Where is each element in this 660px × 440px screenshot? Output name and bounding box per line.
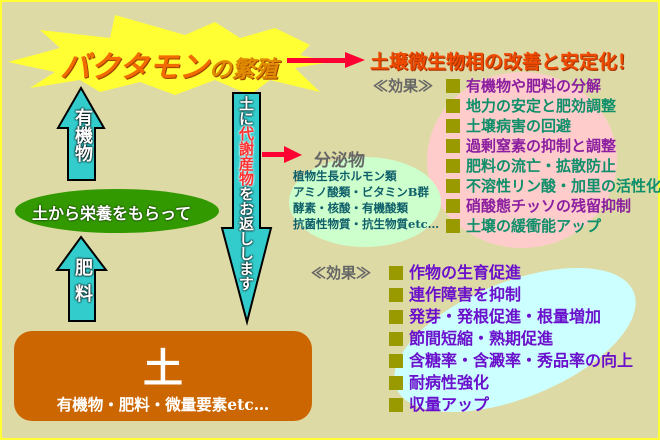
list-item-text: 有機物や肥料の分解 xyxy=(466,77,602,95)
list-item-text: 耐病性強化 xyxy=(409,373,490,392)
nutrient-ellipse xyxy=(15,189,219,233)
list-item-text: 過剰窒素の抑制と調整 xyxy=(466,137,617,155)
list-item: 作物の生育促進 xyxy=(389,262,633,284)
list-item-text: 含糖率・含澱率・秀品率の向上 xyxy=(409,351,634,370)
effects-list-1: 有機物や肥料の分解 地力の安定と肥効調整 土壌病害の回避 過剰窒素の抑制と調整 … xyxy=(446,76,660,236)
soil-box xyxy=(14,331,312,421)
list-item: 収量アップ xyxy=(389,394,633,416)
fertilizer-up-arrow xyxy=(55,235,109,322)
green-bubble xyxy=(289,157,441,247)
list-item: 耐病性強化 xyxy=(389,372,633,394)
bullet-square-icon xyxy=(389,288,403,302)
list-item: 発芽・発根促進・根量増加 xyxy=(389,306,633,328)
title: バクタモンの繁殖 xyxy=(60,42,278,86)
secretions-list: 植物生長ホルモン類 アミノ酸類・ビタミンB群 酵素・核酸・有機酸類 抗菌性物質・… xyxy=(293,168,439,232)
bullet-square-icon xyxy=(389,376,403,390)
bullet-square-icon xyxy=(389,354,403,368)
nutrient-label: 土から栄養をもらって xyxy=(32,204,192,223)
bullet-square-icon xyxy=(446,179,460,193)
organic-arrow-label: 有機物 xyxy=(72,108,93,162)
bullet-square-icon xyxy=(446,79,460,93)
list-item-text: 土壌の緩衝能アップ xyxy=(466,217,602,235)
list-item-text: 土壌病害の回避 xyxy=(466,117,572,135)
list-item: 有機物や肥料の分解 xyxy=(446,76,660,96)
bullet-square-icon xyxy=(389,310,403,324)
secretion-item: 抗菌性物質・抗生物質etc… xyxy=(293,217,440,231)
effects-list-2: 作物の生育促進 連作障害を抑制 発芽・発根促進・根量増加 節間短縮・熟期促進 含… xyxy=(389,262,633,416)
arrow-to-result xyxy=(287,52,365,68)
return-highlight: 代謝産物 xyxy=(237,126,255,186)
list-item-text: 作物の生育促進 xyxy=(409,263,522,282)
list-item-text: 地力の安定と肥効調整 xyxy=(466,97,617,115)
bullet-square-icon xyxy=(446,219,460,233)
starburst xyxy=(8,15,330,95)
soil-title: 土 xyxy=(143,345,183,392)
return-prefix: 土に xyxy=(237,96,255,126)
list-item: 節間短縮・熟期促進 xyxy=(389,328,633,350)
bullet-square-icon xyxy=(446,119,460,133)
return-arrow-label: 土に代謝産物をお返しします xyxy=(234,96,258,291)
secretion-item: 植物生長ホルモン類 xyxy=(293,169,397,183)
title-suffix: の繁殖 xyxy=(208,56,278,83)
soil-subtitle: 有機物・肥料・微量要素etc… xyxy=(56,395,270,414)
secretions-title: 分泌物 xyxy=(314,151,365,171)
result-title: 土壌微生物相の改善と安定化！ xyxy=(370,51,637,73)
cyan-bubble xyxy=(394,267,636,413)
list-item-text: 硝酸態チッソの残留抑制 xyxy=(466,197,632,215)
title-main: バクタモン xyxy=(60,50,209,85)
effects-label-1: ≪効果≫ xyxy=(373,77,434,95)
list-item-text: 節間短縮・熟期促進 xyxy=(409,329,554,348)
return-suffix: をお返しします xyxy=(237,186,255,291)
list-item: 含糖率・含澱率・秀品率の向上 xyxy=(389,350,633,372)
bullet-square-icon xyxy=(389,332,403,346)
effects-label-2: ≪効果≫ xyxy=(311,264,372,282)
list-item: 不溶性リン酸・加里の活性化 xyxy=(446,176,660,196)
list-item-text: 不溶性リン酸・加里の活性化 xyxy=(466,177,660,195)
list-item: 土壌の緩衝能アップ xyxy=(446,216,660,236)
list-item: 過剰窒素の抑制と調整 xyxy=(446,136,660,156)
bullet-square-icon xyxy=(446,139,460,153)
bullet-square-icon xyxy=(389,398,403,412)
organic-up-arrow xyxy=(56,85,106,181)
list-item: 肥料の流亡・拡散防止 xyxy=(446,156,660,176)
list-item: 地力の安定と肥効調整 xyxy=(446,96,660,116)
secretion-item: アミノ酸類・ビタミンB群 xyxy=(293,185,429,199)
bullet-square-icon xyxy=(446,199,460,213)
list-item-text: 連作障害を抑制 xyxy=(409,285,522,304)
return-down-arrow xyxy=(220,92,273,326)
bullet-square-icon xyxy=(446,99,460,113)
list-item: 土壌病害の回避 xyxy=(446,116,660,136)
arrow-to-secretions xyxy=(262,146,302,163)
pink-bubble xyxy=(427,72,617,248)
fertilizer-arrow-label: 肥料 xyxy=(72,258,93,310)
list-item-text: 収量アップ xyxy=(409,395,490,414)
secretion-item: 酵素・核酸・有機酸類 xyxy=(293,201,408,215)
list-item-text: 肥料の流亡・拡散防止 xyxy=(466,157,617,175)
list-item-text: 発芽・発根促進・根量増加 xyxy=(409,307,602,326)
list-item: 硝酸態チッソの残留抑制 xyxy=(446,196,660,216)
bullet-square-icon xyxy=(389,266,403,280)
list-item: 連作障害を抑制 xyxy=(389,284,633,306)
bullet-square-icon xyxy=(446,159,460,173)
